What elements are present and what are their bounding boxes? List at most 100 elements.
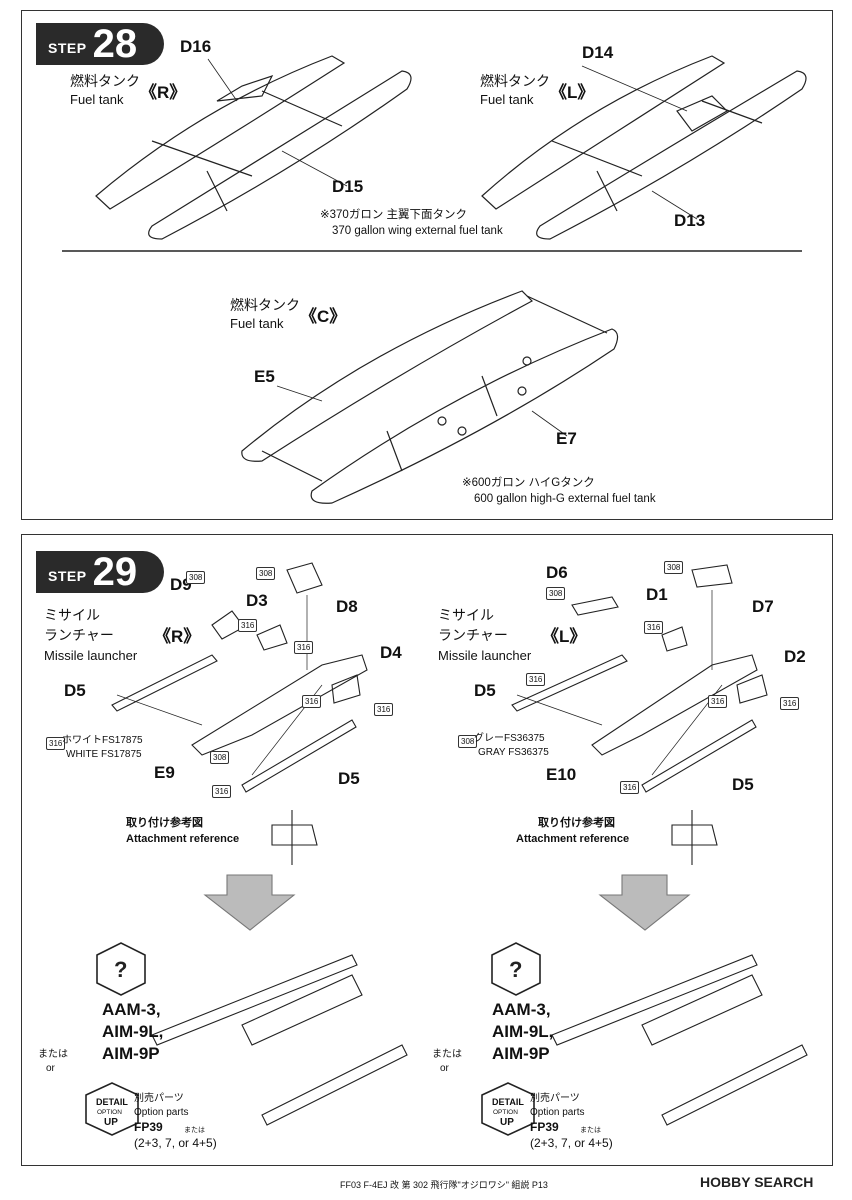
note-600-jp: ※600ガロン ハイGタンク	[462, 477, 595, 489]
rail-d5-lower-left	[241, 719, 357, 793]
rail-d5-upper-right	[511, 654, 628, 712]
code-left-1: 308	[186, 571, 206, 584]
tank-c-lower-half	[310, 328, 619, 504]
part-d5a-left-label: D5	[64, 681, 86, 700]
missile-upper-right	[551, 954, 758, 1046]
watermark: HOBBY SEARCH	[700, 1174, 814, 1190]
part-d5b-left-label: D5	[338, 769, 360, 788]
code-left-5: 316	[302, 695, 322, 708]
ref-left-jp: 取り付け参考図	[126, 817, 203, 829]
step-28-panel: STEP 28	[21, 10, 833, 520]
tank-r-upper-half	[95, 55, 346, 210]
part-d2-label: D2	[784, 647, 806, 666]
code-right-3: 316	[644, 621, 664, 634]
launcher-l-en: Missile launcher	[438, 648, 532, 663]
launcher-body-e9	[191, 654, 368, 756]
or-left-jp: または	[38, 1049, 68, 1060]
step-number: 29	[92, 550, 138, 594]
part-d8	[286, 562, 323, 594]
code-right-2: 308	[664, 561, 684, 574]
launcher-r-en: Missile launcher	[44, 648, 138, 663]
tank-r-seam	[206, 170, 228, 212]
part-d13-label: D13	[674, 211, 706, 230]
code-left-6: 316	[374, 703, 394, 716]
detail-hex-left	[85, 1082, 139, 1136]
code-left-3: 316	[238, 619, 258, 632]
part-d5a-right-label: D5	[474, 681, 496, 700]
code-right-6: 316	[780, 697, 800, 710]
page-footer: FF03 F-4EJ 改 第 302 飛行隊"オジロワシ" 組説 P13	[340, 1180, 548, 1190]
pylon-d14	[676, 95, 728, 132]
ref-right-jp: 取り付け参考図	[538, 817, 615, 829]
option-left-combo: (2+3, 7, or 4+5)	[134, 1136, 217, 1150]
question-hex-left	[96, 942, 146, 996]
tank-c-en-label: Fuel tank	[230, 316, 284, 331]
tank-r-jp-label: 燃料タンク	[70, 73, 140, 89]
tank-l-en-label: Fuel tank	[480, 92, 534, 107]
code-left-8: 316	[212, 785, 232, 798]
step-29-panel: STEP 29	[21, 534, 833, 1166]
detail-left-bot: UP	[104, 1117, 118, 1128]
tank-r-tag: 《R》	[140, 83, 187, 102]
launcher-r-jp2: ランチャー	[44, 627, 114, 643]
tank-c-jp-label: 燃料タンク	[230, 297, 300, 313]
option-left-en: Option parts	[134, 1107, 189, 1118]
part-d2	[736, 674, 768, 704]
missile-upper-left	[151, 954, 358, 1046]
code-right-7: 316	[620, 781, 640, 794]
step-badge: STEP 28	[36, 23, 164, 65]
part-d7-label: D7	[752, 597, 774, 616]
part-d5b-right-label: D5	[732, 775, 754, 794]
option-left-jp: 別売パーツ	[134, 1093, 184, 1104]
part-e5-label: E5	[254, 367, 275, 386]
code-right-1: 308	[546, 587, 566, 600]
question-mark-right: ?	[509, 957, 522, 982]
part-e10-label: E10	[546, 765, 577, 784]
ref-right-en: Attachment reference	[516, 833, 630, 845]
launcher-assembled-left	[241, 974, 363, 1046]
missile-line-2: AIM-9L,	[492, 1022, 554, 1041]
launcher-l-jp1: ミサイル	[438, 607, 494, 623]
option-left-code: FP39	[134, 1120, 163, 1134]
code-left-7: 308	[210, 751, 230, 764]
attachment-reference-left	[271, 810, 318, 865]
or-left-en: or	[46, 1063, 55, 1074]
detail-right-top: DETAIL	[492, 1097, 524, 1107]
part-e7-label: E7	[556, 429, 577, 448]
part-d6-label: D6	[546, 563, 568, 582]
missile-line-1: AAM-3,	[492, 1000, 551, 1019]
down-arrow-left	[203, 874, 296, 931]
tank-r-lower-half	[148, 70, 412, 240]
part-d3-label: D3	[246, 591, 268, 610]
tank-l-jp-label: 燃料タンク	[480, 73, 550, 89]
missile-lower-left	[261, 1044, 408, 1126]
launcher-l-jp2: ランチャー	[438, 627, 508, 643]
step-badge: STEP 29	[36, 551, 164, 593]
or-right-en: or	[440, 1063, 449, 1074]
code-right-4: 316	[526, 673, 546, 686]
color-left-en: WHITE FS17875	[66, 749, 142, 760]
color-right-jp: グレーFS36375	[474, 733, 545, 744]
missile-list-left: AAM-3, AIM-9L, AIM-9P	[102, 999, 163, 1065]
detail-right-mid: OPTION	[493, 1109, 518, 1116]
question-hex-right	[491, 942, 541, 996]
missile-line-3: AIM-9P	[492, 1044, 550, 1063]
missile-line-2: AIM-9L,	[102, 1022, 164, 1041]
detail-left-mid: OPTION	[97, 1109, 122, 1116]
code-right-5: 316	[708, 695, 728, 708]
color-left-jp: ホワイトFS17875	[62, 735, 143, 746]
color-code-box-right: 308	[458, 735, 478, 748]
part-d15-label: D15	[332, 177, 364, 196]
note-370-en: 370 gallon wing external fuel tank	[332, 225, 503, 237]
color-code-box-left: 316	[46, 737, 66, 750]
option-right-small: または	[580, 1127, 601, 1134]
tank-l-lower-half	[536, 70, 807, 240]
part-e9-label: E9	[154, 763, 175, 782]
pylon-d16	[216, 74, 274, 102]
part-d1-label: D1	[646, 585, 668, 604]
part-d16-label: D16	[180, 37, 212, 56]
part-d4	[331, 674, 361, 704]
attachment-reference-right	[671, 810, 718, 865]
step-word: STEP	[48, 40, 87, 56]
launcher-assembled-right	[641, 974, 763, 1046]
